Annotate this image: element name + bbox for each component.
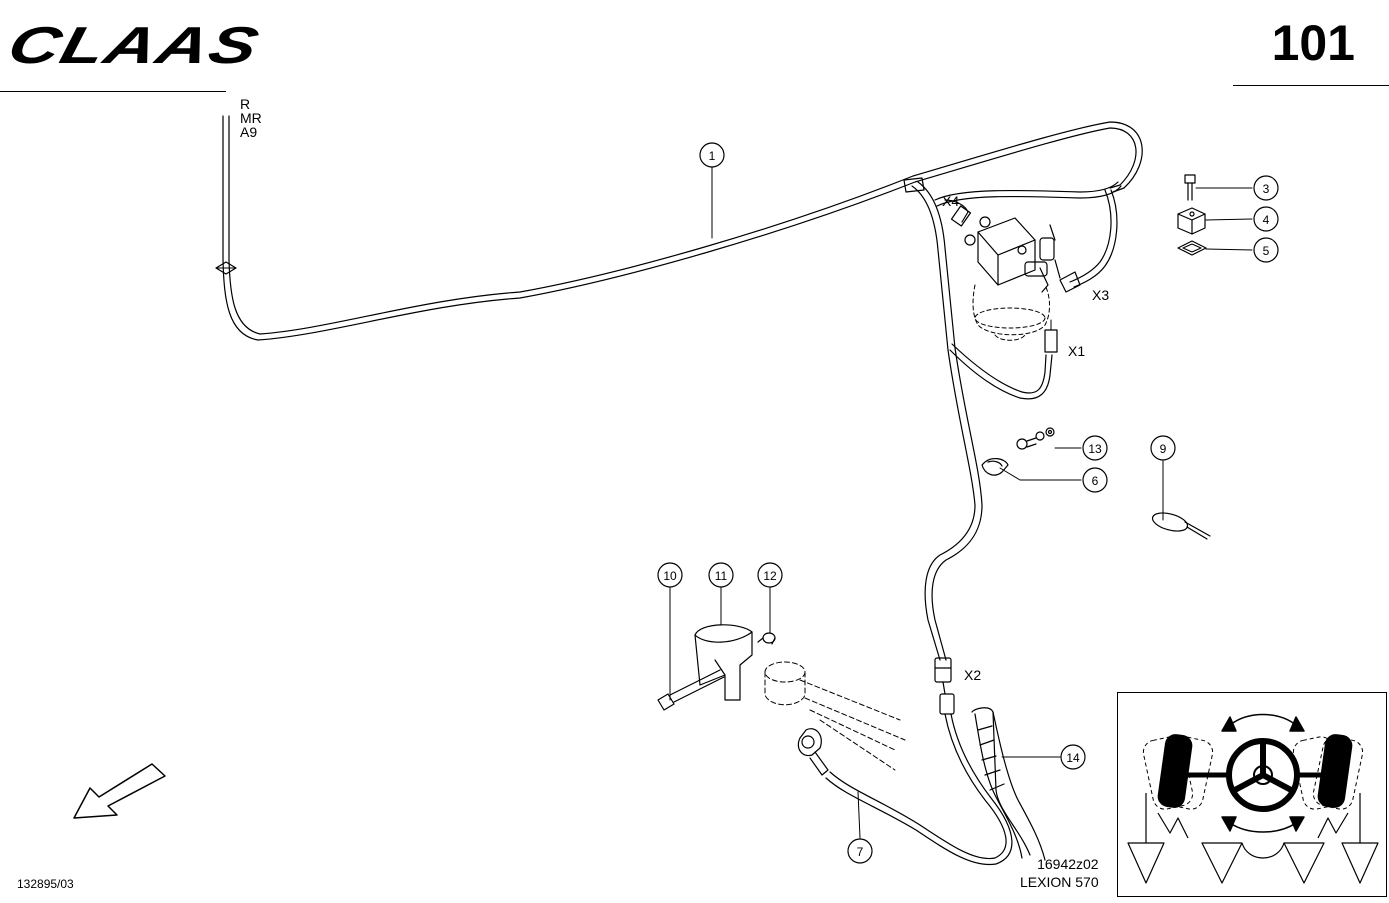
label-x2: X2 [964,667,981,683]
right-wheel [1317,734,1353,808]
rotation-arrow-bottom [1229,822,1297,833]
reservoir-outline [972,284,1050,341]
callout-5: 5 [1263,244,1270,258]
drawing-id: 16942z02 [1037,856,1099,872]
page-number: 101 [1271,15,1355,71]
drawing-reference: 132895/03 [17,877,74,891]
label-mr: MR [240,110,262,126]
machine-model: LEXION 570 [1020,874,1099,890]
label-r: R [240,96,251,112]
label-x1: X1 [1068,343,1085,359]
x1-connector [1044,329,1058,353]
callout-9: 9 [1160,442,1167,456]
sleeve-part-12 [757,632,776,645]
seal-part-5 [1177,240,1207,256]
cable-holder-part-6 [981,458,1009,476]
steering-inset-drawing [1127,713,1379,884]
callout-13: 13 [1088,442,1102,456]
rotation-arrow-top [1229,713,1297,726]
drawing-info: 16942z02 LEXION 570 [1020,855,1099,891]
harness-branch-down [911,181,983,661]
header-rule-right [1233,85,1389,86]
harness-branch-x1 [949,343,1053,400]
harness-origin-labels: R MR A9 [240,97,262,139]
valve-block [964,216,1061,293]
mount-dashed-outline [764,661,906,771]
harness-branch-x3 [1069,189,1118,288]
x3-connector [1059,271,1081,293]
clamp-part-11 [694,624,753,701]
crop-dividers [1127,793,1379,884]
harness-cable-1 [222,115,1143,341]
cable-tie-part-9 [1151,512,1211,540]
coil-part-4 [1177,207,1206,235]
label-x3: X3 [1092,287,1109,303]
bolt-part-10 [657,669,725,711]
callout-6: 6 [1092,474,1099,488]
left-wheel [1157,734,1193,808]
label-a9: A9 [240,124,258,140]
label-x4: X4 [942,193,959,209]
steering-inset [1117,692,1387,897]
x4-connector [950,205,972,227]
callout-3: 3 [1263,182,1270,196]
callout-12: 12 [763,569,777,583]
callout-11: 11 [715,569,728,583]
x2-connector [934,657,955,715]
screw-part-13 [1016,427,1055,450]
header-rule-left [0,91,226,92]
callout-circles [657,142,1279,864]
callout-1: 1 [709,149,716,163]
callout-7: 7 [857,845,864,859]
callout-leaders [669,166,1253,839]
sensor-head [797,728,829,776]
direction-arrow [73,763,166,819]
callout-10: 10 [663,569,677,583]
protective-sleeve-14 [971,707,1046,861]
steering-wheel-icon [1226,738,1300,812]
callout-14: 14 [1066,751,1080,765]
bolt-part-3 [1184,174,1196,201]
callout-4: 4 [1263,213,1270,227]
harness-branch-x4 [934,181,1122,223]
sensor-cable-7 [825,713,1013,866]
